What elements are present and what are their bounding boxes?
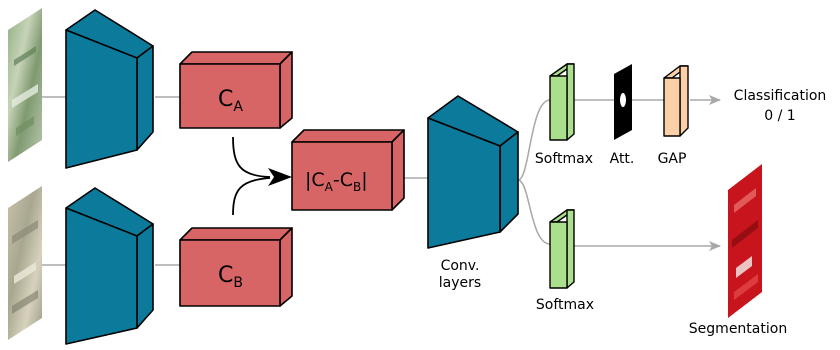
encoder-a: [65, 9, 154, 169]
attention-label: Att.: [610, 151, 635, 167]
softmax-block-top: [549, 63, 575, 141]
merge-arrows: [232, 136, 271, 216]
classification-values: 0 / 1: [764, 108, 795, 124]
segmentation-output: [728, 164, 762, 318]
softmax-block-bottom: [549, 209, 575, 289]
conv-layers-block: [427, 95, 519, 249]
merge-arrowhead: [268, 168, 292, 186]
encoder-b: [65, 187, 154, 345]
conv-label-line2: layers: [439, 275, 481, 291]
segmentation-label: Segmentation: [689, 321, 787, 337]
gap-label: GAP: [658, 151, 687, 167]
difference-box: [291, 129, 405, 211]
classification-label: Classification: [734, 88, 827, 104]
input-image-b: [8, 186, 42, 340]
softmax-top-label: Softmax: [535, 151, 593, 167]
difference-label: |CA-CB|: [305, 169, 368, 194]
feature-box-ca: [179, 51, 293, 129]
attention-map: [614, 64, 632, 140]
conv-label-line1: Conv.: [441, 258, 480, 274]
connectors: [42, 95, 721, 266]
feature-box-cb: [179, 227, 293, 307]
gap-block: [663, 65, 689, 137]
softmax-bottom-label: Softmax: [536, 297, 594, 313]
input-image-a: [8, 8, 42, 162]
ca-label: CA: [218, 87, 243, 115]
cb-label: CB: [218, 263, 243, 291]
